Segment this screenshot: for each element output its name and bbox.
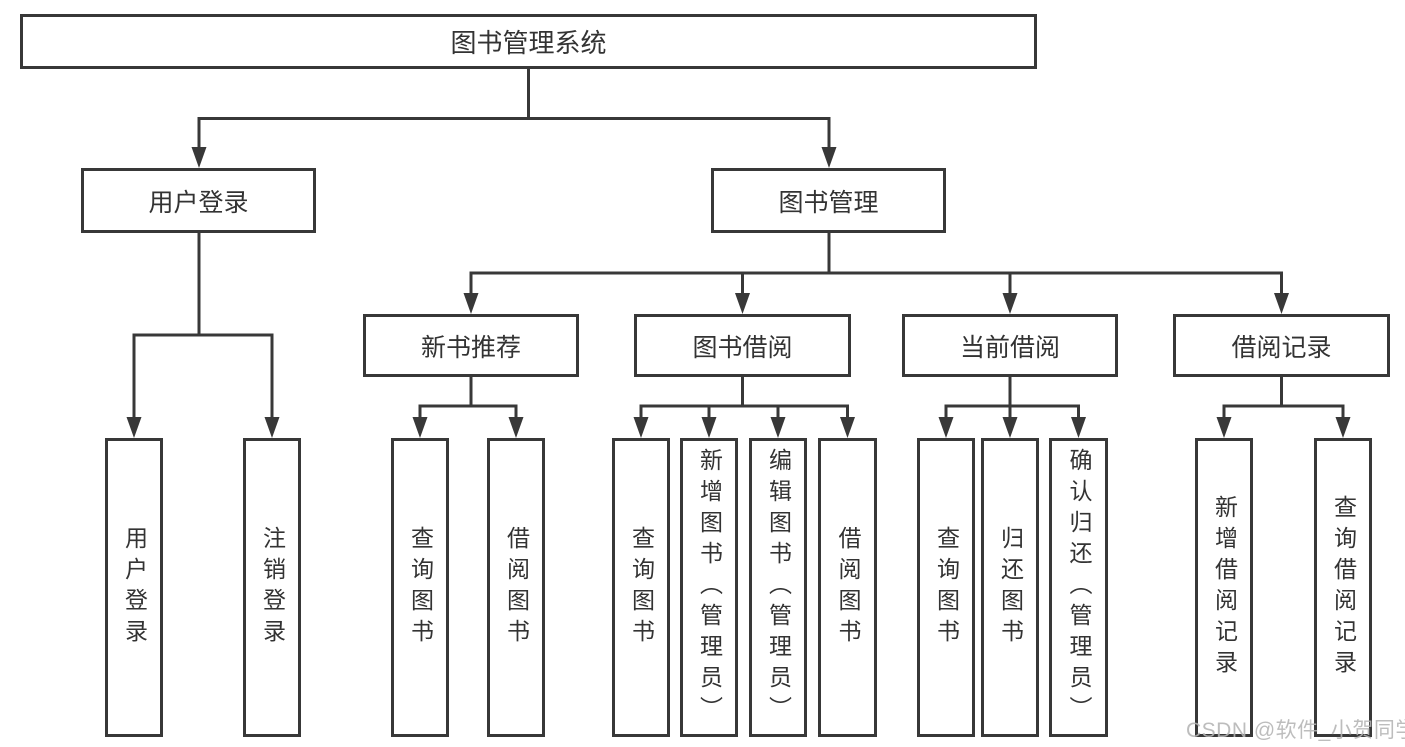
node-leaf-confirm-return-admin: 确认归还（管理员） xyxy=(1049,438,1108,737)
arrowhead xyxy=(264,417,280,438)
arrowhead xyxy=(1335,417,1351,438)
arrowhead xyxy=(821,147,837,168)
node-label: 借阅图书 xyxy=(503,525,530,650)
node-user-login: 用户登录 xyxy=(81,168,316,233)
node-label: 新增借阅记录 xyxy=(1211,494,1238,681)
connector xyxy=(463,232,1289,314)
arrowhead xyxy=(1071,417,1086,438)
arrowhead xyxy=(840,417,855,438)
node-label: 图书管理 xyxy=(778,188,879,217)
node-label: 借阅记录 xyxy=(1231,333,1332,362)
arrowhead xyxy=(735,293,750,314)
node-label: 当前借阅 xyxy=(959,333,1060,362)
node-leaf-logout: 注销登录 xyxy=(243,438,301,737)
watermark: CSDN @软件_小贺同学 xyxy=(1186,719,1405,742)
node-leaf-add-borrow-record: 新增借阅记录 xyxy=(1195,438,1253,737)
connector xyxy=(191,69,837,168)
arrowhead xyxy=(633,417,649,438)
node-label: 图书借阅 xyxy=(692,333,793,362)
node-label: 借阅图书 xyxy=(835,525,861,650)
connector xyxy=(633,376,855,438)
node-leaf-borrow-books: 借阅图书 xyxy=(818,438,877,737)
node-borrowing-records: 借阅记录 xyxy=(1173,314,1390,377)
arrowhead xyxy=(1274,293,1289,314)
node-library-management-system: 图书管理系统 xyxy=(20,14,1037,69)
node-label: 查询图书 xyxy=(933,525,960,650)
node-label: 新增图书（管理员） xyxy=(696,448,723,727)
arrowhead xyxy=(701,417,717,438)
node-book-management: 图书管理 xyxy=(711,168,946,233)
node-label: 归还图书 xyxy=(997,525,1024,650)
node-label: 用户登录 xyxy=(121,525,148,650)
arrowhead xyxy=(126,417,142,438)
arrowhead xyxy=(1216,417,1232,438)
arrowhead xyxy=(191,147,207,168)
node-leaf-edit-books-admin: 编辑图书（管理员） xyxy=(749,438,807,737)
arrowhead xyxy=(1002,417,1018,438)
node-label: 新书推荐 xyxy=(420,333,521,362)
node-label: 注销登录 xyxy=(259,525,286,650)
node-book-borrowing: 图书借阅 xyxy=(634,314,851,377)
arrowhead xyxy=(1002,293,1018,314)
node-label: 用户登录 xyxy=(148,188,249,217)
arrowhead xyxy=(508,417,524,438)
connector xyxy=(1216,376,1351,438)
node-label: 编辑图书（管理员） xyxy=(765,448,792,727)
node-leaf-add-books-admin: 新增图书（管理员） xyxy=(680,438,738,737)
node-leaf-borrow-books: 借阅图书 xyxy=(487,438,545,737)
connector xyxy=(412,376,524,438)
arrowhead xyxy=(463,293,479,314)
node-leaf-user-login: 用户登录 xyxy=(105,438,163,737)
node-label: 查询图书 xyxy=(628,525,655,650)
node-leaf-query-borrow-record: 查询借阅记录 xyxy=(1314,438,1372,737)
node-label: 确认归还（管理员） xyxy=(1066,448,1092,727)
node-label: 查询借阅记录 xyxy=(1330,494,1357,681)
arrowhead xyxy=(770,417,786,438)
node-current-borrowing: 当前借阅 xyxy=(902,314,1118,377)
arrowhead xyxy=(938,417,954,438)
node-label: 图书管理系统 xyxy=(450,28,607,58)
node-new-book-recommendation: 新书推荐 xyxy=(363,314,579,377)
node-leaf-query-books: 查询图书 xyxy=(391,438,449,737)
node-leaf-query-books: 查询图书 xyxy=(612,438,670,737)
node-leaf-return-books: 归还图书 xyxy=(981,438,1039,737)
connector xyxy=(938,376,1086,438)
arrowhead xyxy=(412,417,428,438)
connector xyxy=(126,232,280,438)
node-label: 查询图书 xyxy=(407,525,434,650)
node-leaf-query-books: 查询图书 xyxy=(917,438,975,737)
